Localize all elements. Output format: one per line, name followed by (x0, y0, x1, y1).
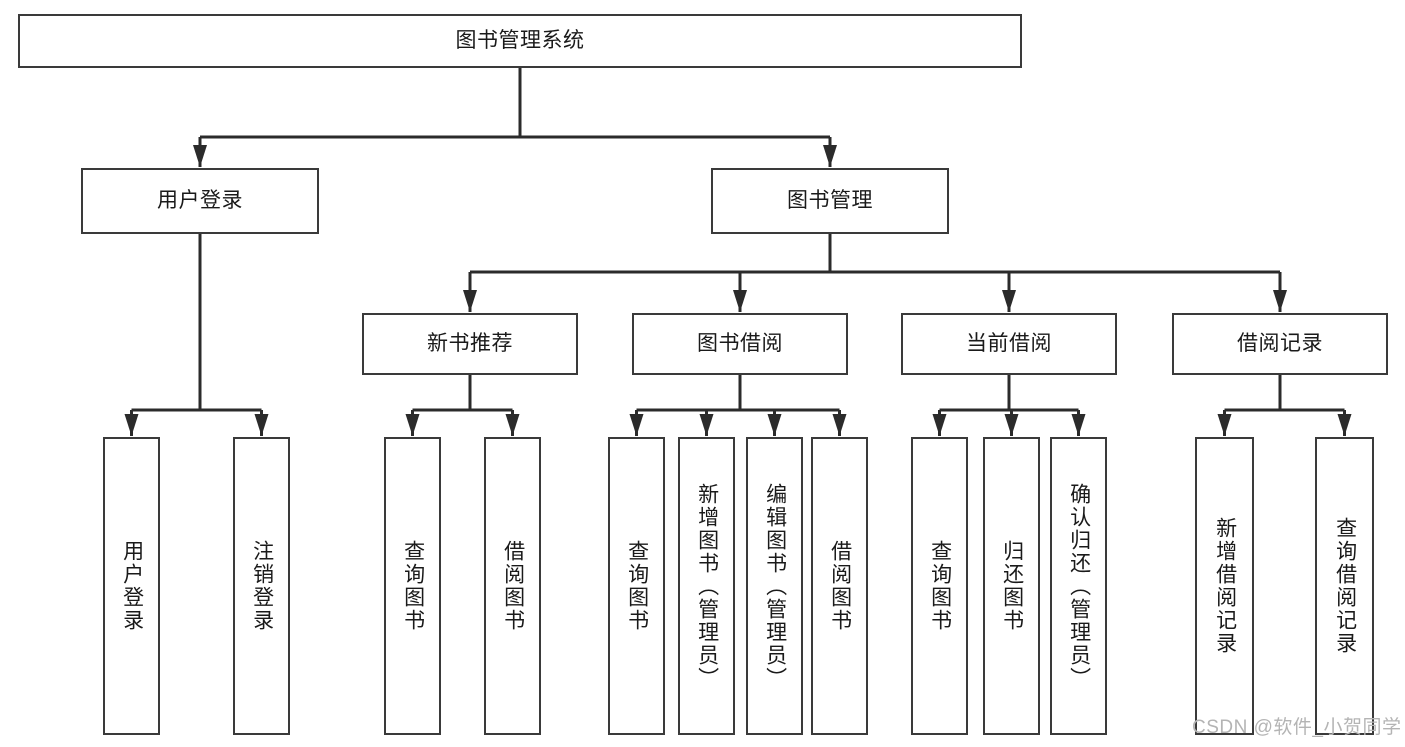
node-label: 用户登录 (157, 188, 243, 212)
node-label: 借阅记录 (1237, 331, 1323, 355)
node-root: 图书管理系统 (18, 14, 1022, 68)
node-l3-3: 当前借阅 (901, 313, 1117, 375)
node-l2-2: 图书管理 (711, 168, 949, 234)
node-label: 新增图书（管理员） (695, 482, 719, 690)
node-l3-4: 借阅记录 (1172, 313, 1388, 375)
node-leaf-3: 查询图书 (384, 437, 441, 735)
node-label: 图书管理 (787, 188, 873, 212)
node-l2-1: 用户登录 (81, 168, 319, 234)
node-leaf-8: 借阅图书 (811, 437, 868, 735)
node-label: 查询图书 (625, 540, 649, 632)
node-leaf-9: 查询图书 (911, 437, 968, 735)
node-leaf-7: 编辑图书（管理员） (746, 437, 803, 735)
node-leaf-6: 新增图书（管理员） (678, 437, 735, 735)
node-l3-2: 图书借阅 (632, 313, 848, 375)
node-label: 用户登录 (120, 540, 144, 632)
watermark-text: CSDN @软件_小贺同学 (1192, 717, 1402, 738)
node-label: 归还图书 (1000, 540, 1024, 632)
node-leaf-10: 归还图书 (983, 437, 1040, 735)
node-leaf-11: 确认归还（管理员） (1050, 437, 1107, 735)
node-leaf-13: 查询借阅记录 (1315, 437, 1374, 735)
node-label: 图书借阅 (697, 331, 783, 355)
node-label: 借阅图书 (828, 540, 852, 632)
node-label: 确认归还（管理员） (1067, 482, 1091, 690)
node-l3-1: 新书推荐 (362, 313, 578, 375)
node-label: 新书推荐 (427, 331, 513, 355)
node-label: 查询借阅记录 (1333, 517, 1357, 655)
node-label: 当前借阅 (966, 331, 1052, 355)
node-label: 新增借阅记录 (1213, 517, 1237, 655)
node-label: 编辑图书（管理员） (763, 482, 787, 690)
node-leaf-1: 用户登录 (103, 437, 160, 735)
node-leaf-12: 新增借阅记录 (1195, 437, 1254, 735)
node-label: 查询图书 (928, 540, 952, 632)
node-label: 图书管理系统 (455, 28, 585, 52)
node-leaf-5: 查询图书 (608, 437, 665, 735)
node-label: 注销登录 (250, 540, 274, 632)
node-label: 查询图书 (401, 540, 425, 632)
node-leaf-2: 注销登录 (233, 437, 290, 735)
node-label: 借阅图书 (501, 540, 525, 632)
node-leaf-4: 借阅图书 (484, 437, 541, 735)
